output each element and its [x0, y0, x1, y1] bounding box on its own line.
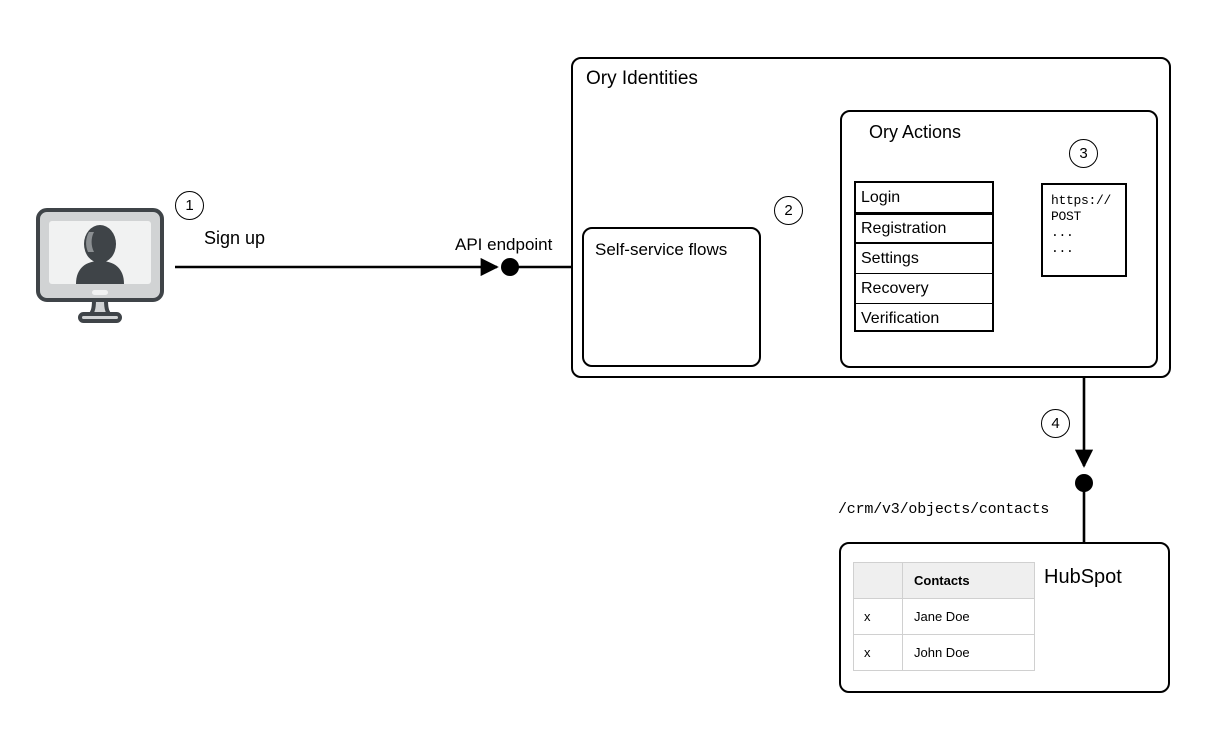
step-badge-4-label: 4: [1051, 415, 1060, 432]
table-header-row: Contacts: [853, 562, 1035, 599]
flow-item-verification-label: Verification: [861, 310, 940, 327]
step-badge-3: 3: [1069, 139, 1098, 168]
flow-item-settings[interactable]: Settings: [856, 244, 992, 274]
flow-item-registration-label: Registration: [861, 219, 947, 237]
hubspot-api-path-label: /crm/v3/objects/contacts: [838, 501, 1050, 518]
ory-identities-title: Ory Identities: [586, 68, 698, 89]
table-header-select: [853, 562, 903, 599]
table-cell-mark[interactable]: x: [853, 634, 903, 671]
ory-actions-title: Ory Actions: [869, 122, 962, 142]
table-header-contacts: Contacts: [902, 562, 1035, 599]
webhook-line-method: POST: [1051, 209, 1082, 224]
ory-actions-flow-list: Login Registration Settings Recovery Ver…: [854, 181, 994, 332]
table-cell-name: John Doe: [902, 634, 1035, 671]
step-badge-2: 2: [774, 196, 803, 225]
flow-item-registration[interactable]: Registration: [856, 213, 992, 244]
step-badge-1: 1: [175, 191, 204, 220]
flow-item-recovery[interactable]: Recovery: [856, 274, 992, 304]
step-badge-3-label: 3: [1079, 145, 1088, 162]
table-cell-name: Jane Doe: [902, 598, 1035, 635]
hubspot-contacts-table: Contacts x Jane Doe x John Doe: [853, 562, 1035, 671]
webhook-line-url: https://: [1051, 193, 1112, 208]
flow-item-settings-label: Settings: [861, 249, 919, 267]
step-badge-2-label: 2: [784, 202, 793, 219]
flow-item-login-label: Login: [861, 188, 901, 206]
table-row[interactable]: x Jane Doe: [853, 598, 1035, 635]
self-service-flows-title: Self-service flows: [595, 240, 728, 259]
step-badge-4: 4: [1041, 409, 1070, 438]
webhook-request-box: https:// POST ... ...: [1041, 183, 1127, 277]
flow-item-verification[interactable]: Verification: [856, 304, 992, 334]
webhook-line-body-2: ...: [1051, 241, 1074, 256]
table-cell-mark[interactable]: x: [853, 598, 903, 635]
user-monitor-icon: [36, 208, 164, 323]
flow-item-recovery-label: Recovery: [861, 279, 929, 297]
table-row[interactable]: x John Doe: [853, 634, 1035, 671]
flow-item-login[interactable]: Login: [856, 183, 992, 213]
self-service-flows-box: [582, 227, 761, 367]
signup-label: Sign up: [204, 228, 266, 248]
step-badge-1-label: 1: [185, 197, 194, 214]
webhook-line-body-1: ...: [1051, 225, 1074, 240]
api-endpoint-label: API endpoint: [455, 235, 553, 254]
hubspot-title: HubSpot: [1044, 566, 1122, 588]
